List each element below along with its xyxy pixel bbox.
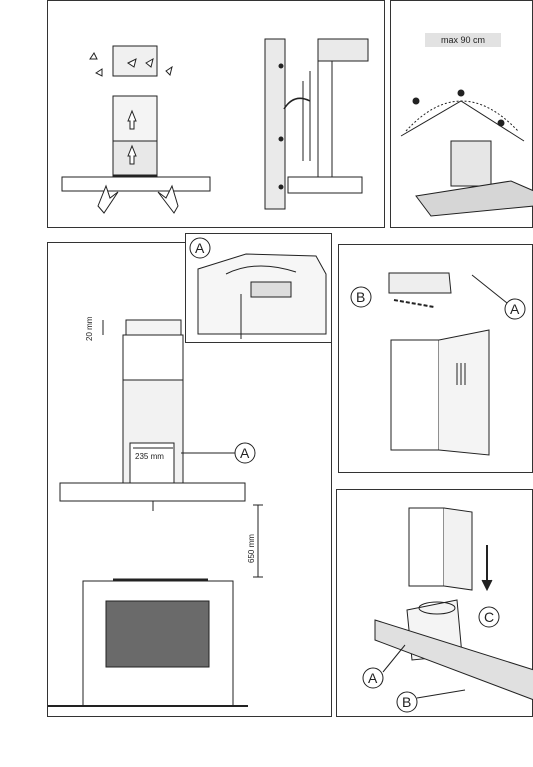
detail-a-label: A — [195, 240, 205, 256]
max-distance-diagram — [391, 1, 533, 229]
dim-235mm: 235 mm — [135, 452, 164, 461]
detail-a-diagram: A — [186, 234, 333, 344]
final-b-label: B — [402, 694, 411, 710]
dim-650mm: 650 mm — [247, 534, 256, 563]
final-assembly-diagram: C A B — [337, 490, 533, 718]
extraction-duct — [265, 39, 368, 209]
recirculation-hood — [62, 46, 210, 191]
chimney-assembly-panel: B A — [338, 244, 533, 473]
final-c-label: C — [484, 609, 494, 625]
final-a-label: A — [368, 670, 378, 686]
max-distance-panel: max 90 cm — [390, 0, 533, 228]
final-assembly-panel: C A B — [336, 489, 533, 717]
chimney-a-label: A — [510, 301, 520, 317]
dim-20mm: 20 mm — [85, 316, 94, 341]
chimney-b-label: B — [356, 289, 365, 305]
detail-a-inset: A — [185, 233, 332, 343]
callout-a-label: A — [240, 445, 250, 461]
airflow-diagram — [48, 1, 386, 229]
chimney-assembly-diagram: B A — [339, 245, 533, 474]
airflow-diagram-panel — [47, 0, 385, 228]
